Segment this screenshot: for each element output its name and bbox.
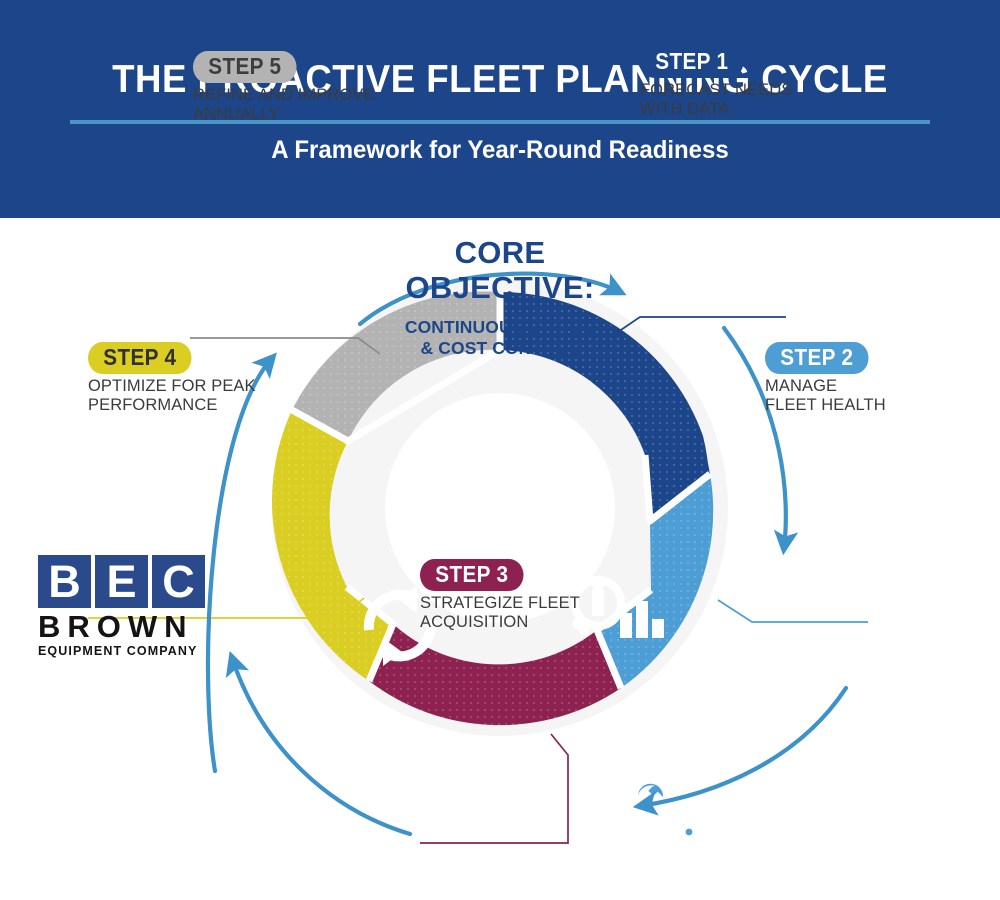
svg-text:$: $ — [450, 874, 473, 900]
logo-tagline: EQUIPMENT COMPANY — [38, 643, 198, 658]
logo-company-name: BROWN — [38, 609, 194, 644]
logo-letter-c: C — [152, 555, 205, 608]
step-label-3[interactable]: STEP 3 STRATEGIZE FLEET ACQUISITION — [420, 559, 580, 631]
connector-step-1 — [611, 316, 786, 337]
shield-bolt-icon — [313, 767, 387, 860]
truck-dollar-check-icon: $ — [450, 874, 526, 900]
step-5-description: REFINE AND IMPROVE ANNUALLY — [193, 86, 375, 123]
label-connectors — [88, 316, 868, 844]
segment-step-1[interactable] — [500, 292, 710, 521]
cycle-arrows — [205, 271, 849, 837]
logo-letter-squares: B E C — [38, 555, 208, 608]
step-2-description: MANAGE FLEET HEALTH — [765, 377, 886, 414]
logo-letter-e: E — [95, 555, 148, 608]
step-5-badge: STEP 5 — [193, 51, 297, 84]
header-banner: THE PROACTIVE FLEET PLANNING CYCLE A Fra… — [0, 0, 1000, 218]
page-subtitle: A Framework for Year-Round Readiness — [271, 136, 729, 164]
connector-step-4 — [88, 597, 365, 619]
segment-separators — [290, 292, 713, 690]
bec-logo: B E C BROWN EQUIPMENT COMPANY — [38, 555, 208, 658]
page-title: THE PROACTIVE FLEET PLANNING CYCLE — [112, 58, 888, 101]
arrow-4-to-5 — [205, 352, 277, 774]
segment-step-4[interactable] — [272, 410, 393, 681]
step-1-description: FORECAST NEEDS WITH DATA — [640, 81, 793, 118]
step-label-4[interactable]: STEP 4 OPTIMIZE FOR PEAK PERFORMANCE — [88, 342, 256, 414]
step-3-description: STRATEGIZE FLEET ACQUISITION — [420, 594, 580, 631]
arrow-2-to-3 — [632, 685, 849, 816]
logo-letter-b: B — [38, 555, 91, 608]
step-2-badge: STEP 2 — [765, 342, 869, 375]
step-4-badge: STEP 4 — [88, 342, 192, 375]
step-label-2[interactable]: STEP 2 MANAGE FLEET HEALTH — [765, 342, 886, 414]
step-1-badge: STEP 1 — [640, 46, 744, 79]
step-label-1[interactable]: STEP 1 FORECAST NEEDS WITH DATA — [640, 46, 792, 118]
step-label-5[interactable]: STEP 5 REFINE AND IMPROVE ANNUALLY — [193, 51, 375, 123]
step-3-badge: STEP 3 — [420, 559, 524, 592]
arrow-3-to-4 — [225, 651, 413, 837]
connector-step-2 — [717, 599, 868, 623]
arrow-5-to-1 — [357, 271, 627, 327]
arrow-1-to-2 — [721, 325, 799, 556]
segment-step-5[interactable] — [292, 291, 500, 441]
segment-step-3[interactable] — [369, 624, 621, 726]
header-divider — [70, 120, 930, 124]
magnifier-bar-chart-icon — [571, 576, 664, 638]
connector-step-3 — [420, 733, 569, 844]
refresh-cycle-icon — [363, 585, 437, 666]
step-4-description: OPTIMIZE FOR PEAK PERFORMANCE — [88, 377, 256, 414]
connector-step-5 — [190, 337, 381, 355]
